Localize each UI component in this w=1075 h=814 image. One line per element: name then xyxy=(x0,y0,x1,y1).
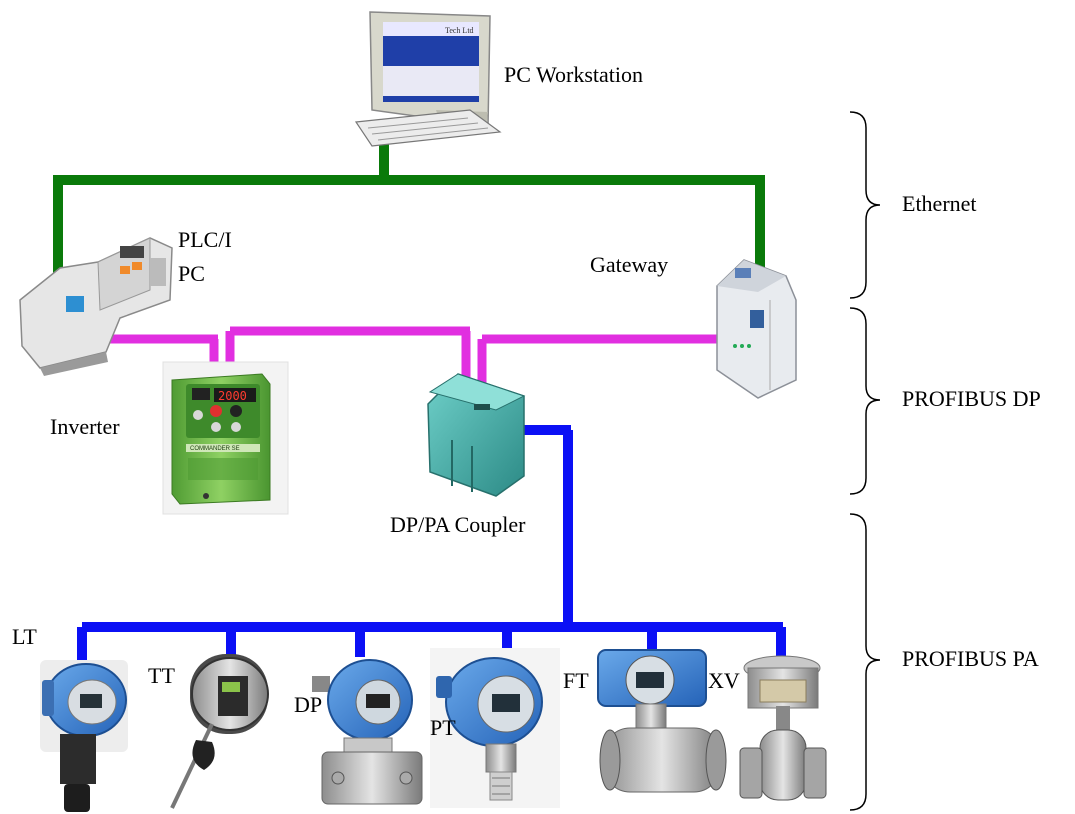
pressure-transmitter-icon xyxy=(430,648,560,808)
pc-workstation-icon: Tech Ltd xyxy=(354,11,502,147)
profibus-pa-label: PROFIBUS PA xyxy=(902,646,1039,671)
inverter-brand: COMMANDER SE xyxy=(190,446,240,452)
profibus-dp-label: PROFIBUS DP xyxy=(902,386,1041,411)
inverter-icon: 2000 COMMANDER SE xyxy=(162,361,289,515)
plc-label-line1: PLC/I xyxy=(178,227,232,252)
coupler-label: DP/PA Coupler xyxy=(390,512,526,537)
tt-label: TT xyxy=(148,663,175,688)
inverter-display: 2000 xyxy=(218,389,247,403)
ethernet-label: Ethernet xyxy=(902,191,977,216)
plc-icon xyxy=(19,237,173,376)
xv-label: XV xyxy=(708,668,740,693)
profibus-pa-bus xyxy=(77,425,786,664)
gateway-label: Gateway xyxy=(590,252,668,277)
profibus-dp-brace xyxy=(849,307,881,495)
differential-pressure-transmitter-icon xyxy=(312,659,423,805)
lt-label: LT xyxy=(12,624,37,649)
dp-label: DP xyxy=(294,692,322,717)
profibus-pa-brace xyxy=(849,513,881,811)
flow-transmitter-icon xyxy=(597,649,727,793)
plc-label-line2: PC xyxy=(178,261,205,286)
pc-workstation-label: PC Workstation xyxy=(504,62,643,87)
monitor-text: Tech Ltd xyxy=(445,26,474,35)
inverter-label: Inverter xyxy=(50,414,120,439)
ethernet-brace xyxy=(849,111,881,299)
ft-label: FT xyxy=(563,668,589,693)
coupler-icon xyxy=(427,373,526,497)
level-transmitter-icon xyxy=(40,660,128,812)
control-valve-icon xyxy=(739,655,827,801)
temperature-transmitter-icon xyxy=(170,654,269,809)
pt-label: PT xyxy=(430,715,456,740)
gateway-icon xyxy=(716,259,797,399)
